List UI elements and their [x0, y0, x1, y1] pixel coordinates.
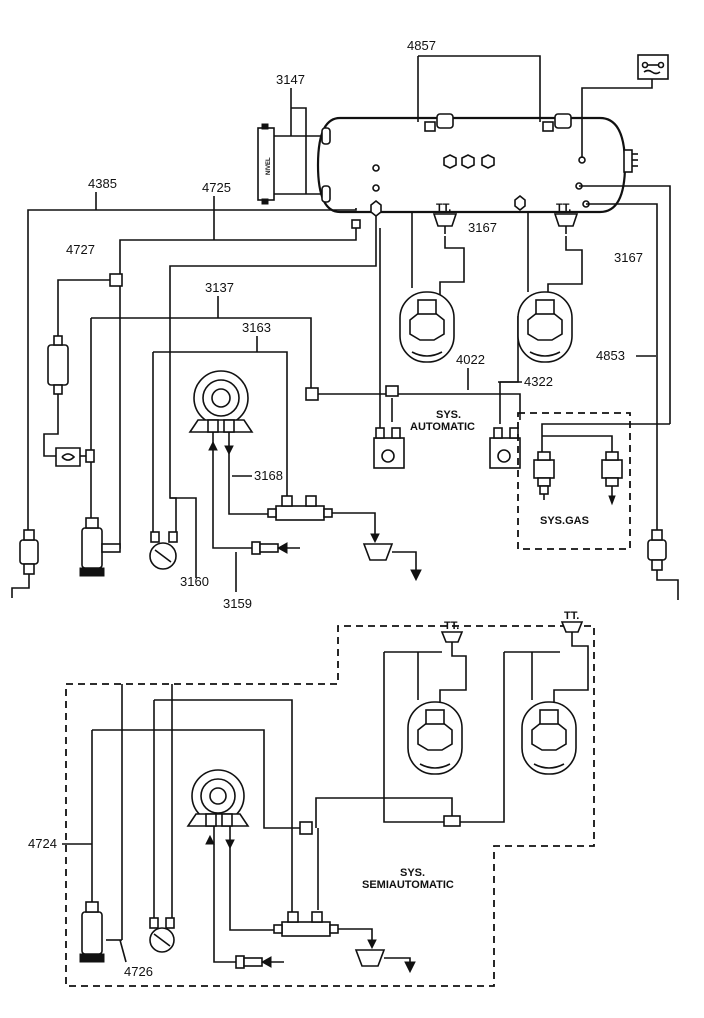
label-3167-right: 3167	[614, 250, 643, 265]
label-3160: 3160	[180, 574, 209, 589]
check-valve	[55, 447, 81, 467]
caption-sys: SYS.	[436, 409, 461, 421]
label-3168: 3168	[254, 468, 283, 483]
tee-lower-left	[299, 821, 313, 835]
solenoid-4853	[647, 529, 679, 600]
caption-sys-lower: SYS.	[400, 867, 425, 879]
pressure-switch-box	[581, 54, 669, 158]
svg-text:TT.: TT.	[564, 610, 579, 622]
label-4726: 4726	[124, 964, 153, 979]
inlet-valve-3159	[251, 541, 300, 555]
level-gauge: NIVEL	[257, 123, 322, 205]
gas-valve-left	[533, 451, 555, 500]
label-4322: 4322	[524, 374, 553, 389]
boiler	[316, 113, 638, 218]
water-softener	[79, 517, 121, 577]
label-4022: 4022	[456, 352, 485, 367]
label-4725: 4725	[202, 180, 231, 195]
filter-4727	[47, 344, 69, 386]
fitting-4727	[109, 273, 123, 287]
svg-text:NIVEL: NIVEL	[266, 157, 272, 175]
pressure-gauge-lower	[149, 917, 175, 953]
label-4853: 4853	[596, 348, 625, 363]
auto-solenoid-right	[489, 427, 521, 469]
label-4727: 4727	[66, 242, 95, 257]
brew-group-right	[517, 291, 573, 363]
label-3159: 3159	[223, 596, 252, 611]
label-3163: 3163	[242, 320, 271, 335]
pump-motor-lower	[186, 769, 250, 850]
label-3137: 3137	[205, 280, 234, 295]
svg-text:TT.: TT.	[556, 202, 571, 214]
inlet-valve-lower	[235, 955, 284, 969]
drain-cup-lower	[354, 949, 416, 974]
brew-group-lower-left	[407, 701, 463, 775]
svg-text:TT.: TT.	[436, 202, 451, 214]
solenoid-4385	[11, 529, 39, 598]
caption-semiautomatic: SEMIAUTOMATIC	[362, 879, 454, 891]
semiautomatic-border	[65, 625, 595, 987]
label-3147: 3147	[276, 72, 305, 87]
label-3167-left: 3167	[468, 220, 497, 235]
pressure-gauge	[149, 531, 178, 570]
caption-sys-gas: SYS.GAS	[540, 515, 589, 527]
water-distributor	[267, 495, 380, 544]
tee-fitting	[305, 387, 319, 401]
label-4724: 4724	[28, 836, 57, 851]
thermostat-valve-left: TT.	[432, 202, 458, 227]
gas-system-border	[517, 412, 631, 550]
brew-group-left	[399, 291, 455, 363]
thermostat-valve-lower-right: TT.	[560, 610, 584, 633]
drain-cup-top	[362, 543, 422, 582]
caption-automatic: AUTOMATIC	[410, 421, 475, 433]
water-distributor-lower	[273, 911, 377, 950]
svg-text:TT.: TT.	[444, 620, 459, 632]
label-4857: 4857	[407, 38, 436, 53]
thermostat-valve-lower-left: TT.	[440, 620, 464, 643]
auto-solenoid-left	[373, 427, 405, 469]
tee-lower	[443, 815, 461, 827]
pump-motor	[188, 370, 254, 456]
gas-valve-right	[601, 451, 623, 506]
water-softener-lower	[79, 901, 105, 963]
label-4385: 4385	[88, 176, 117, 191]
brew-group-lower-right	[521, 701, 577, 775]
thermostat-valve-right: TT.	[553, 202, 579, 227]
